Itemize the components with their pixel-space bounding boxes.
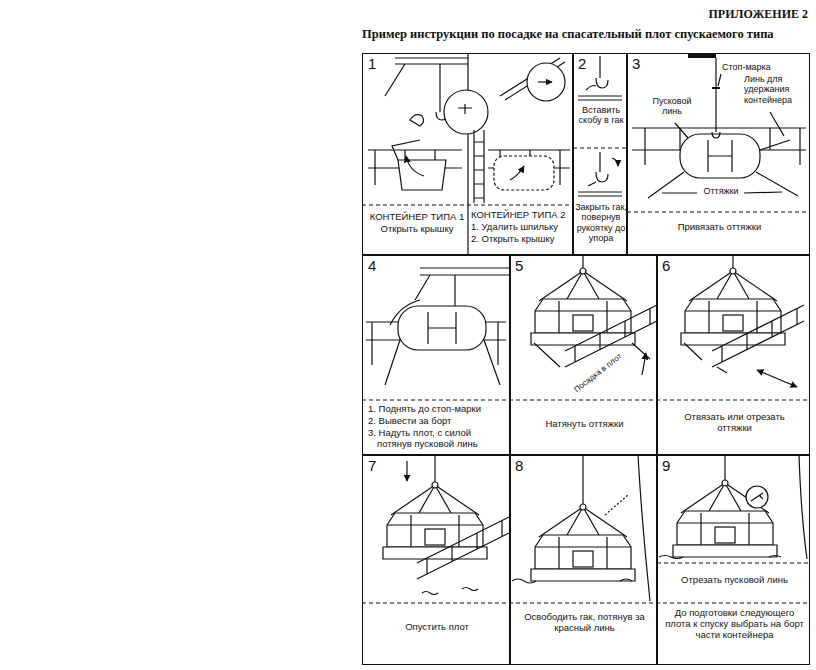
text-slot: Освободить гак, потянув за красный линь xyxy=(517,612,652,634)
callout-label: Пусковой линь xyxy=(648,96,696,117)
caption-text: Отрезать пусковой линь xyxy=(660,575,809,586)
caption-text: Вставить скобу в гак xyxy=(575,105,627,126)
caption-text: Освободить гак, потянув за красный линь xyxy=(517,612,652,634)
text-slot: 1. Удалить шпильку xyxy=(471,222,572,233)
text-slot: Посадка в плот xyxy=(565,346,631,400)
caption-text: КОНТЕЙНЕР ТИПА 1 xyxy=(365,212,469,223)
text-slot: КОНТЕЙНЕР ТИПА 2 xyxy=(471,210,572,221)
page-title: Пример инструкции по посадке на спасател… xyxy=(362,27,810,41)
step-panel: 4 1. Поднять до стоп-марки2. Вывести за б… xyxy=(362,255,510,455)
step-panel: 7Опустить плот xyxy=(362,455,510,665)
text-slot: 4 xyxy=(368,257,392,274)
text-slot: 6 xyxy=(662,257,686,274)
caption-text: Опустить плот xyxy=(365,622,509,633)
text-slot: До подготовки следующего плота к спуску … xyxy=(662,608,807,641)
text-slot: Линь для удержания контейнера xyxy=(744,74,808,105)
text-slot: 2 xyxy=(578,55,602,72)
text-slot: 9 xyxy=(662,457,686,474)
step-panel: 8Освободить гак, потянув за красный линь xyxy=(510,455,657,665)
text-slot: 3. Надуть плот, с силой потянув пусковой… xyxy=(368,428,508,450)
text-slot: Стоп-марка xyxy=(722,62,784,72)
step-number: 9 xyxy=(662,457,686,474)
step-number: 3 xyxy=(632,55,656,72)
caption-text: Отвязать или отрезать оттяжки xyxy=(674,412,795,434)
text-slot: 1. Поднять до стоп-марки xyxy=(368,404,508,415)
text-slot: 2. Открыть крышку xyxy=(471,234,572,245)
appendix-label: ПРИЛОЖЕНИЕ 2 xyxy=(605,8,808,22)
text-slot: Натянуть оттяжки xyxy=(513,419,656,430)
text-slot: Закрыть гак, повернув рукоятку до упора xyxy=(575,202,627,243)
text-slot: 5 xyxy=(515,257,539,274)
step-number: 4 xyxy=(368,257,392,274)
text-slot: Открыть крышку xyxy=(365,224,469,235)
text-slot: 2. Вывести за борт xyxy=(368,416,508,427)
callout-label: Оттяжки xyxy=(700,186,742,196)
caption-text: Открыть крышку xyxy=(365,224,469,235)
text-slot: КОНТЕЙНЕР ТИПА 1 xyxy=(365,212,469,223)
step-panel: 9Отрезать пусковой линь До подготовки сле… xyxy=(657,455,810,665)
step-panel: 2Вставить скобу в гакЗакрыть гак, поверн… xyxy=(573,53,627,255)
caption-text: Натянуть оттяжки xyxy=(513,419,656,430)
caption-text: 2. Открыть крышку xyxy=(471,234,572,245)
text-slot: Отвязать или отрезать оттяжки xyxy=(674,412,795,434)
text-slot: 8 xyxy=(515,457,539,474)
step-number: 8 xyxy=(515,457,539,474)
step-panel: 6Отвязать или отрезать оттяжки xyxy=(657,255,810,455)
text-slot: 3 xyxy=(632,55,656,72)
caption-text: Привязать оттяжки xyxy=(630,222,809,233)
step-number: 7 xyxy=(368,457,392,474)
caption-text: До подготовки следующего плота к спуску … xyxy=(662,608,807,641)
text-slot: 7 xyxy=(368,457,392,474)
text-slot: Привязать оттяжки xyxy=(630,222,809,233)
text-slot: Опустить плот xyxy=(365,622,509,633)
text-slot: Отрезать пусковой линь xyxy=(660,575,809,586)
step-panel: 5Натянуть оттяжки xyxy=(510,255,657,455)
caption-text: Закрыть гак, повернув рукоятку до упора xyxy=(575,202,627,243)
text-slot: Вставить скобу в гак xyxy=(575,105,627,126)
step-number: 2 xyxy=(578,55,602,72)
caption-text: 1. Поднять до стоп-марки xyxy=(368,404,508,415)
text-slot: Оттяжки xyxy=(700,186,742,196)
step-number: 6 xyxy=(662,257,686,274)
text-slot: ПРИЛОЖЕНИЕ 2 xyxy=(605,8,808,22)
caption-text: 1. Удалить шпильку xyxy=(471,222,572,233)
caption-text: КОНТЕЙНЕР ТИПА 2 xyxy=(471,210,572,221)
callout-label: Стоп-марка xyxy=(722,62,784,72)
caption-text: 3. Надуть плот, с силой потянув пусковой… xyxy=(368,428,508,450)
callout-label: Линь для удержания контейнера xyxy=(744,74,808,105)
text-slot: Пример инструкции по посадке на спасател… xyxy=(362,27,810,41)
step-number: 5 xyxy=(515,257,539,274)
step-number: 1 xyxy=(368,55,392,72)
step-panel: 3Привязать оттяжки xyxy=(627,53,810,255)
callout-label: Посадка в плот xyxy=(565,346,631,400)
text-slot: Пусковой линь xyxy=(648,96,696,117)
caption-text: 2. Вывести за борт xyxy=(368,416,508,427)
text-slot: 1 xyxy=(368,55,392,72)
step-panel: 1КОНТЕЙНЕР ТИПА 1Открыть крышкуКОНТЕЙНЕР… xyxy=(362,53,573,255)
